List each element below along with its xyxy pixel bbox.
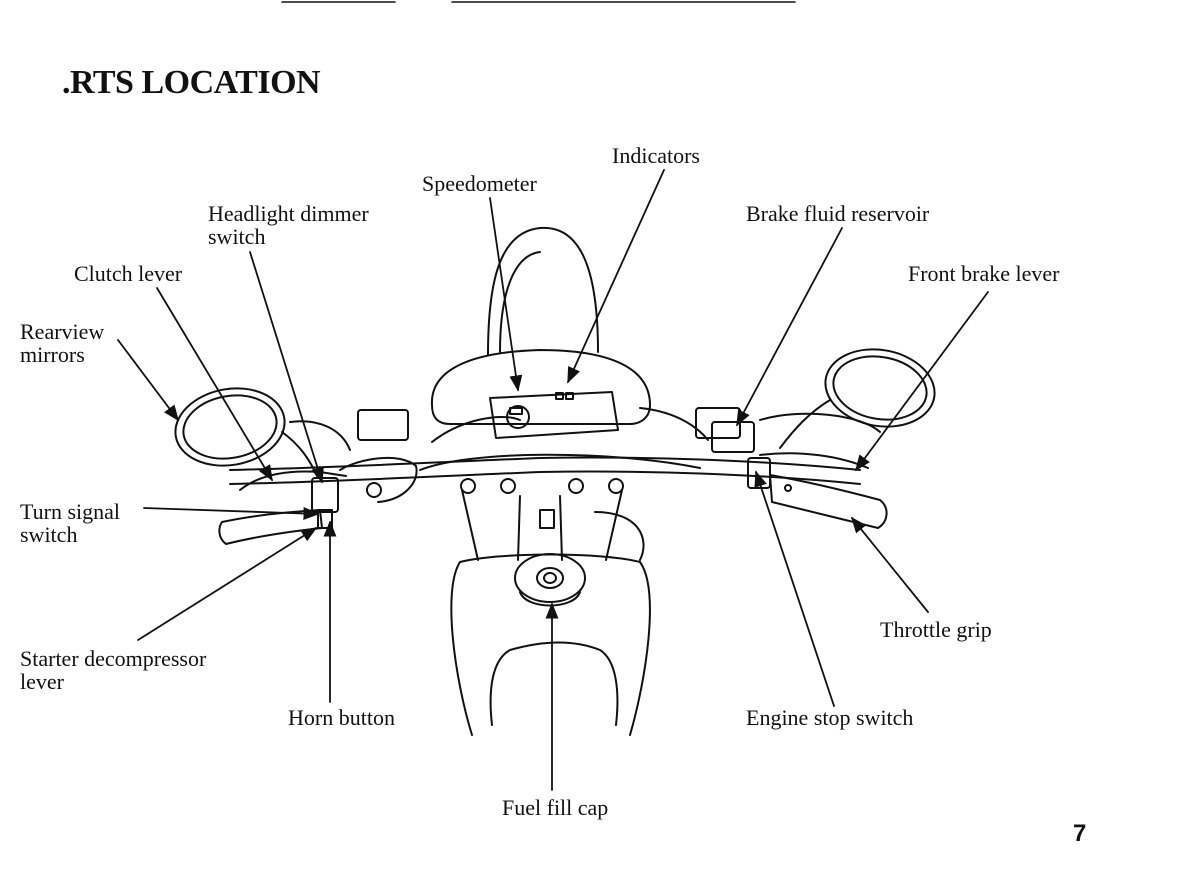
front-fender xyxy=(487,226,599,356)
leader-rearview-mirrors xyxy=(117,339,179,422)
label-speedometer: Speedometer xyxy=(422,171,537,196)
label-line: mirrors xyxy=(20,342,85,367)
leader-clutch-lever xyxy=(156,287,273,482)
leader-indicators xyxy=(567,169,665,384)
leader-front-brake xyxy=(855,291,989,472)
left-mirror xyxy=(174,387,286,467)
label-indicators: Indicators xyxy=(612,143,700,168)
label-line: Turn signal xyxy=(20,499,121,524)
label-horn-button: Horn button xyxy=(288,705,395,730)
label-clutch-lever: Clutch lever xyxy=(74,261,183,286)
label-turn-signal-switch: Turn signal switch xyxy=(20,500,120,546)
left-switch-housing xyxy=(311,477,339,513)
leader-starter-decompressor xyxy=(137,527,318,641)
label-line: Headlight dimmer xyxy=(208,201,369,226)
leader-speedometer xyxy=(489,197,523,392)
label-line: lever xyxy=(20,669,64,694)
leader-turn-signal xyxy=(143,507,320,520)
label-throttle-grip: Throttle grip xyxy=(880,617,992,642)
label-line: Rearview xyxy=(20,319,105,344)
label-front-brake-lever: Front brake lever xyxy=(908,261,1060,286)
instrument-cluster xyxy=(489,391,619,439)
fuel-tank xyxy=(450,553,651,736)
label-brake-fluid-reservoir: Brake fluid reservoir xyxy=(746,201,930,226)
page-title: .RTS LOCATION xyxy=(62,64,321,101)
label-line: switch xyxy=(208,224,266,249)
right-switch-housing xyxy=(747,457,771,489)
label-engine-stop-switch: Engine stop switch xyxy=(746,705,914,730)
throttle-grip-drawing xyxy=(769,474,888,529)
leader-throttle-grip xyxy=(850,516,929,613)
right-mirror xyxy=(824,348,936,428)
handlebar xyxy=(229,456,861,471)
label-line: switch xyxy=(20,522,78,547)
leader-headlight-dimmer xyxy=(249,251,324,484)
left-grip xyxy=(218,509,323,545)
motorcycle-illustration xyxy=(174,226,936,736)
leader-engine-stop xyxy=(754,470,835,707)
label-rearview-mirrors: Rearview mirrors xyxy=(20,320,104,366)
label-starter-decompressor-lever: Starter decompressor lever xyxy=(20,647,206,693)
headlight-cowl xyxy=(430,349,651,425)
leader-lines xyxy=(117,169,989,791)
label-fuel-fill-cap: Fuel fill cap xyxy=(502,795,609,820)
fuel-cap-drawing xyxy=(514,553,586,603)
label-line: Starter decompressor xyxy=(20,646,207,671)
label-headlight-dimmer-switch: Headlight dimmer switch xyxy=(208,202,369,248)
leader-brake-fluid xyxy=(736,227,843,427)
page-number: 7 xyxy=(1073,820,1087,847)
